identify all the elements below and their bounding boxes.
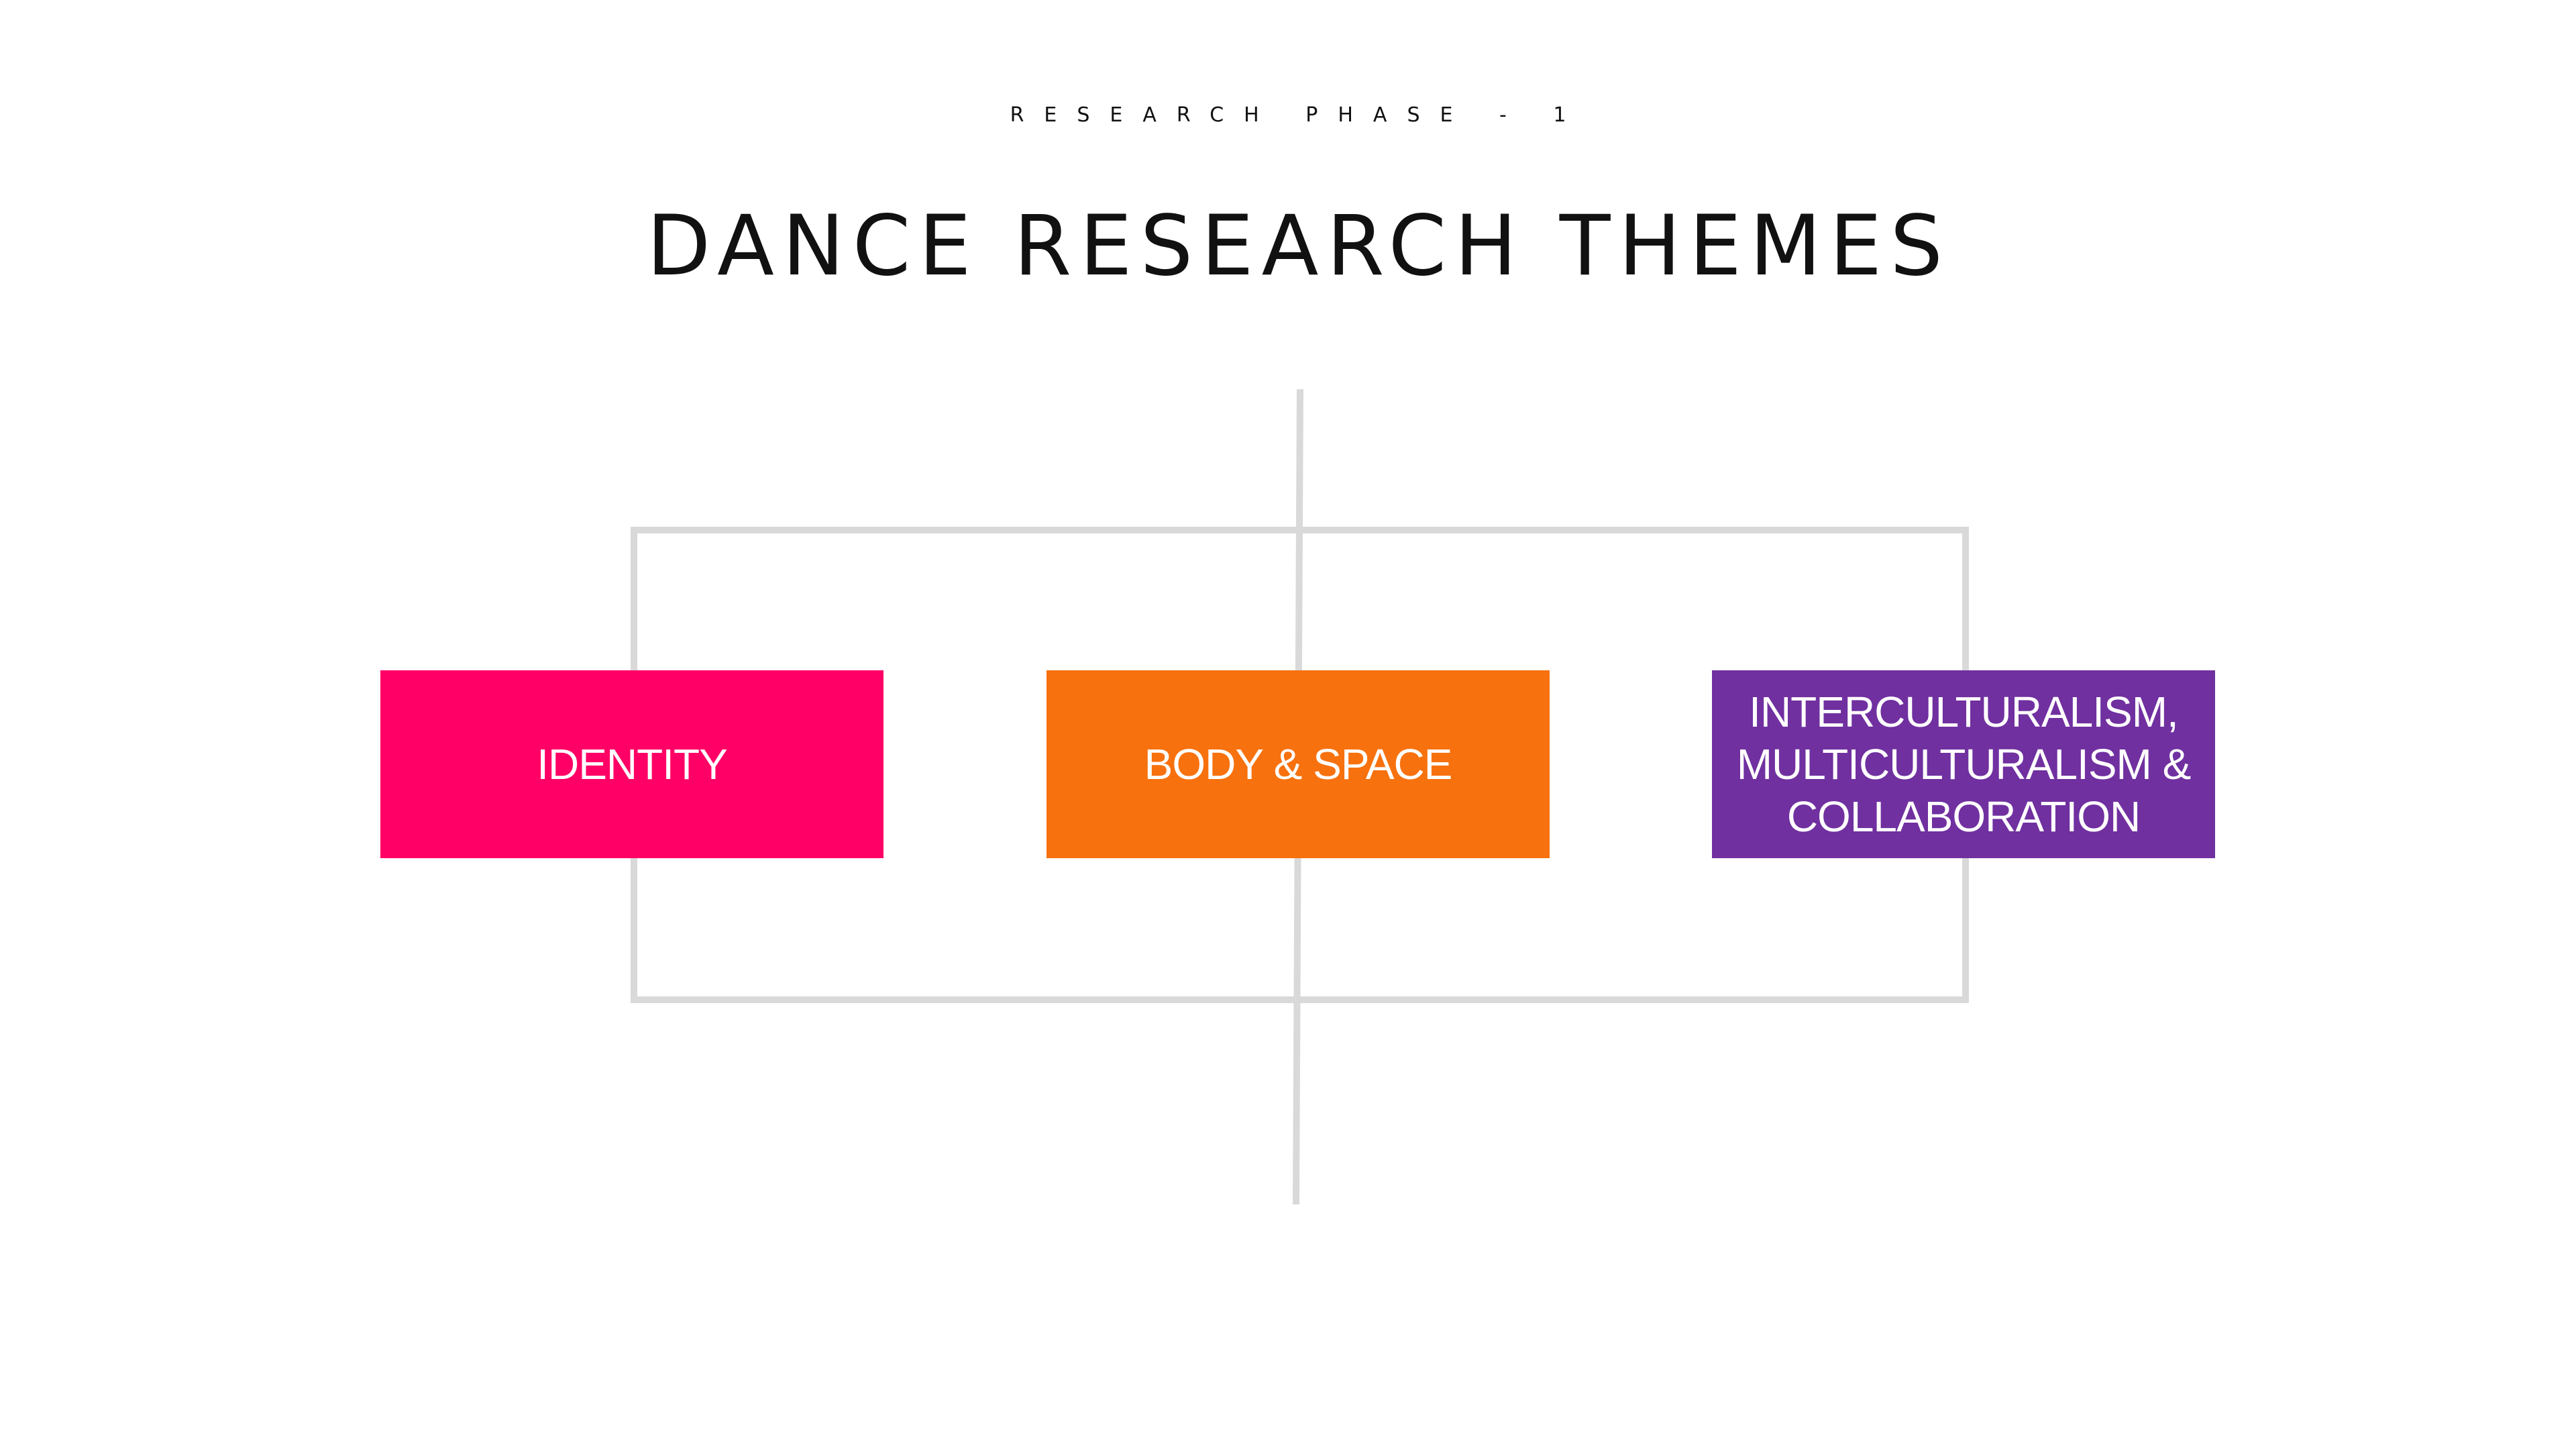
theme-identity: IDENTITY <box>380 670 883 858</box>
theme-interculturalism: INTERCULTURALISM, MULTICULTURALISM & COL… <box>1712 670 2215 858</box>
theme-body-and-space: BODY & SPACE <box>1046 670 1550 858</box>
phase-label: RESEARCH PHASE - 1 <box>1010 103 1587 127</box>
page-title: DANCE RESEARCH THEMES <box>646 198 1951 295</box>
